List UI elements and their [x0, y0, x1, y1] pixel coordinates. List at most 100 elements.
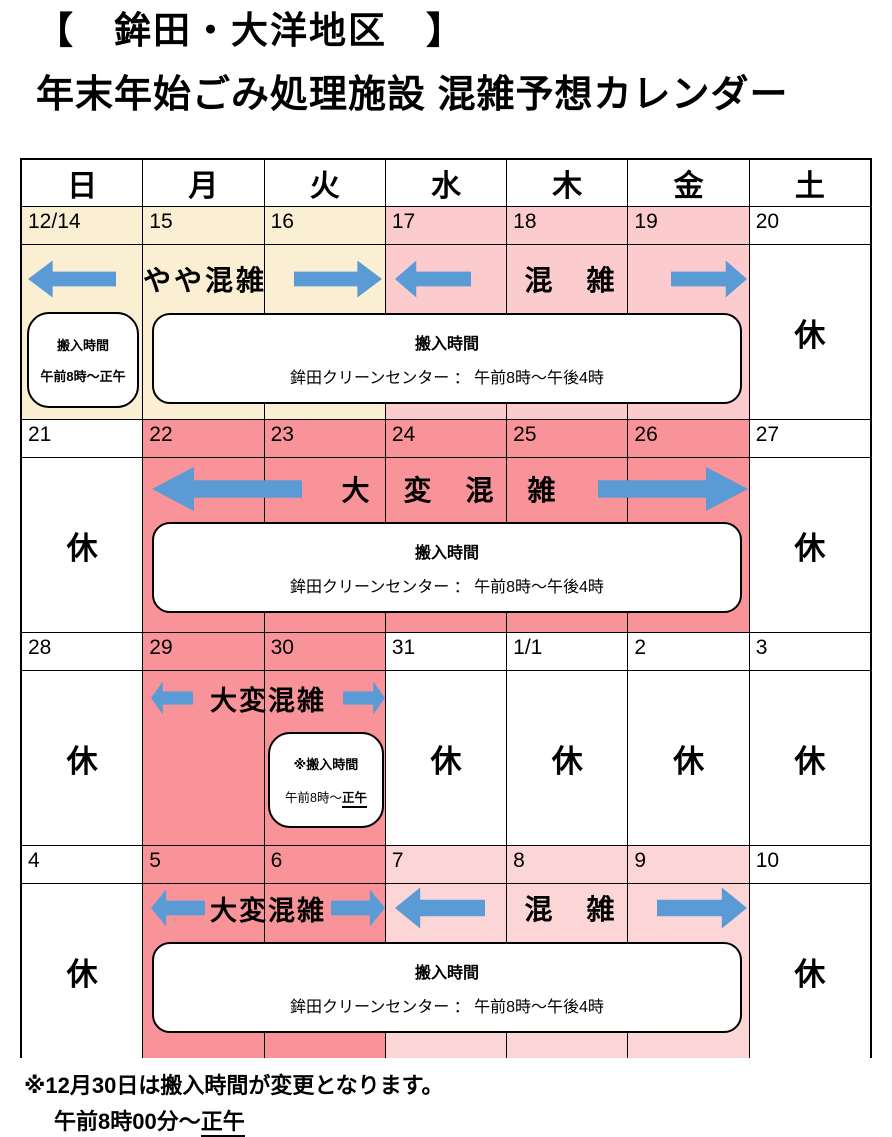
hours-box-week2: 搬入時間 鉾田クリーンセンター ： 午前8時～午後4時: [152, 522, 742, 613]
date-cell: 17: [385, 207, 507, 244]
date-cell: 12/14: [22, 207, 143, 244]
date-cell: 27: [749, 420, 870, 457]
day-cell-closed: 休: [22, 884, 143, 1058]
date-cell: 5: [143, 846, 264, 883]
right-arrow-icon: [343, 681, 385, 715]
weekday-header-wed: 水: [385, 160, 507, 206]
date-cell: 7: [385, 846, 507, 883]
weekday-header-thu: 木: [507, 160, 628, 206]
congestion-band-very-busy: 大 変 混 雑: [149, 462, 751, 516]
footer-note-time-noon: 正午: [200, 1109, 245, 1137]
weekday-header-fri: 金: [628, 160, 749, 206]
date-cell: 10: [749, 846, 870, 883]
weekday-header-mon: 月: [143, 160, 264, 206]
footer-note: ※12月30日は搬入時間が変更となります。 午前8時00分～正午: [24, 1068, 444, 1137]
left-arrow-icon: [395, 260, 471, 298]
date-cell: 2: [628, 633, 749, 670]
note-box-time-noon: 正午: [341, 791, 367, 808]
congestion-band-slightly-busy: やや混雑: [25, 254, 385, 304]
band-label: 混 雑: [524, 265, 618, 296]
date-cell: 26: [628, 420, 749, 457]
weekday-header-sun: 日: [22, 160, 143, 206]
left-arrow-icon: [151, 681, 193, 715]
hours-box-title: 搬入時間: [414, 335, 479, 353]
band-label: 大変混雑: [210, 895, 326, 926]
closed-label: 休: [794, 743, 826, 779]
date-cell: 6: [264, 846, 385, 883]
hours-box-week4: 搬入時間 鉾田クリーンセンター ： 午前8時～午後4時: [152, 942, 742, 1033]
date-cell: 22: [143, 420, 264, 457]
closed-label: 休: [794, 530, 826, 566]
calendar-table: 日 月 火 水 木 金 土 12/14 15 16 17 18 19 20 休 …: [20, 158, 872, 1058]
day-cell-closed: 休: [385, 671, 507, 845]
page-title-main: 年末年始ごみ処理施設 混雑予想カレンダー: [36, 73, 789, 116]
weekday-header-tue: 火: [264, 160, 385, 206]
day-cell-closed: 休: [628, 671, 749, 845]
left-arrow-icon: [395, 887, 485, 929]
date-cell: 25: [507, 420, 628, 457]
note-box-title: ※搬入時間: [293, 757, 359, 772]
page-title-district: 【 鉾田・大洋地区 】: [36, 10, 465, 51]
weekday-header-sat: 土: [749, 160, 870, 206]
date-cell: 31: [385, 633, 507, 670]
date-cell: 21: [22, 420, 143, 457]
congestion-band-busy: 混 雑: [392, 254, 750, 304]
band-label: 混 雑: [524, 894, 618, 925]
hours-box-detail: 鉾田クリーンセンター ： 午前8時～午後4時: [290, 578, 604, 596]
congestion-band-very-busy: 大変混雑: [148, 884, 388, 932]
note-hours-box: ※搬入時間 午前8時～正午: [268, 732, 384, 828]
date-cell: 4: [22, 846, 143, 883]
right-arrow-icon: [670, 260, 747, 298]
date-cell: 16: [264, 207, 385, 244]
congestion-band-busy: 混 雑: [392, 884, 750, 932]
left-arrow-icon: [28, 260, 116, 298]
congestion-band-very-busy: 大変混雑: [148, 675, 388, 721]
closed-label: 休: [66, 743, 98, 779]
day-cell-closed: 休: [22, 671, 143, 845]
date-cell: 30: [264, 633, 385, 670]
closed-label: 休: [794, 956, 826, 992]
hours-box-detail: 鉾田クリーンセンター ： 午前8時～午後4時: [290, 369, 604, 387]
closed-label: 休: [794, 317, 826, 353]
hours-box-week1: 搬入時間 鉾田クリーンセンター ： 午前8時～午後4時: [152, 313, 742, 404]
note-box-time: 午前8時～正午: [285, 787, 367, 808]
hours-box-time: 午前8時～正午: [40, 369, 126, 384]
date-cell: 19: [628, 207, 749, 244]
day-cell-closed: 休: [749, 245, 870, 419]
footer-note-time-pre: 午前8時00分～: [54, 1109, 201, 1134]
hours-box-detail: 鉾田クリーンセンター ： 午前8時～午後4時: [290, 998, 604, 1016]
left-arrow-icon: [152, 467, 302, 511]
day-cell-closed: 休: [749, 458, 870, 632]
title-block: 【 鉾田・大洋地区 】 年末年始ごみ処理施設 混雑予想カレンダー: [36, 6, 789, 121]
closed-label: 休: [551, 743, 583, 779]
date-cell: 29: [143, 633, 264, 670]
closed-label: 休: [66, 956, 98, 992]
date-cell: 3: [749, 633, 870, 670]
date-cell: 28: [22, 633, 143, 670]
date-cell: 20: [749, 207, 870, 244]
day-cell-closed: 休: [507, 671, 628, 845]
right-arrow-icon: [331, 889, 385, 927]
closed-label: 休: [673, 743, 705, 779]
date-cell: 18: [507, 207, 628, 244]
right-arrow-icon: [656, 887, 747, 929]
date-cell: 1/1: [507, 633, 628, 670]
day-cell-closed: 休: [22, 458, 143, 632]
day-cell-closed: 休: [749, 884, 870, 1058]
note-box-time-pre: 午前8時～: [285, 791, 342, 805]
sunday-hours-box: 搬入時間 午前8時～正午: [27, 312, 139, 408]
hours-box-title: 搬入時間: [414, 544, 479, 562]
band-label: やや混雑: [142, 265, 267, 296]
footer-note-line1: ※12月30日は搬入時間が変更となります。: [24, 1073, 444, 1098]
footer-note-line2: 午前8時00分～正午: [24, 1104, 443, 1137]
closed-label: 休: [66, 530, 98, 566]
band-label: 大 変 混 雑: [341, 475, 559, 506]
date-cell: 8: [507, 846, 628, 883]
band-label: 大変混雑: [210, 685, 326, 716]
date-cell: 23: [264, 420, 385, 457]
date-cell: 15: [143, 207, 264, 244]
date-cell: 24: [385, 420, 507, 457]
right-arrow-icon: [597, 467, 748, 511]
left-arrow-icon: [151, 889, 205, 927]
hours-box-title: 搬入時間: [56, 338, 109, 353]
